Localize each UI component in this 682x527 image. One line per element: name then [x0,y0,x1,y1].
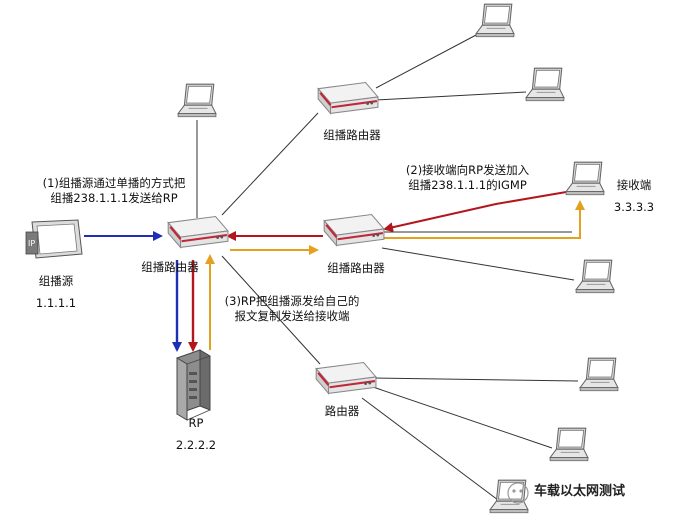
link-router-right-to-laptop-4 [381,247,575,281]
step2-line2: 组播238.1.1.1的IGMP [408,178,527,192]
laptop-5-icon [579,357,619,392]
svg-text:IP: IP [28,239,35,248]
laptop-2-icon [525,67,565,102]
source-label: 组播源 [38,274,74,288]
router-top-label: 组播路由器 [323,128,381,142]
laptop-topleft-icon [177,83,217,118]
link-router-top-to-laptop-2 [375,91,527,101]
step3-annotation: (3)RP把组播源发给自己的 报文复制发送给接收端 [212,294,372,324]
router-bottom-label: 路由器 [324,404,360,418]
watermark-text: 车载以太网测试 [534,484,626,499]
rp-server-icon [176,349,211,421]
router-center-label: 组播路由器 [141,260,199,274]
multicast-source-icon: IP [25,219,83,259]
arrow-step2-receiver-to-router-right [383,189,579,233]
step1-annotation: (1)组播源通过单播的方式把 组播238.1.1.1发送给RP [24,176,204,206]
step3-line1: (3)RP把组播源发给自己的 [224,294,360,308]
wechat-logo-icon [507,482,529,504]
laptop-1-icon [475,3,515,38]
link-center-to-router-bottom [221,255,321,365]
router-center-icon [167,215,230,249]
step3-line2: 报文复制发送给接收端 [234,309,350,323]
link-router-top-to-laptop-1 [375,33,479,89]
laptop-receiver-icon [565,161,605,196]
network-links [196,33,579,501]
link-center-to-router-top [221,112,319,216]
link-router-bottom-to-laptop-5 [371,377,579,382]
router-top-icon [317,81,380,115]
receiver-ip: 3.3.3.3 [613,200,655,214]
arrow-step3-router-right-to-receiver [384,200,585,239]
router-bottom-icon [315,361,378,395]
step1-line1: (1)组播源通过单播的方式把 [42,176,186,190]
router-right-icon [323,213,386,247]
link-router-bottom-to-laptop-7 [361,397,499,501]
rp-ip: 2.2.2.2 [175,438,217,452]
link-router-bottom-to-laptop-6 [369,385,553,449]
source-ip: 1.1.1.1 [35,296,77,310]
step2-line1: (2)接收端向RP发送加入 [405,163,530,177]
step1-line2: 组播238.1.1.1发送给RP [50,191,178,205]
laptop-4-icon [575,259,615,294]
laptop-6-icon [549,427,589,462]
router-right-label: 组播路由器 [327,261,385,275]
step2-annotation: (2)接收端向RP发送加入 组播238.1.1.1的IGMP [385,163,550,193]
rp-label: RP [188,416,204,430]
receiver-label: 接收端 [616,178,652,192]
